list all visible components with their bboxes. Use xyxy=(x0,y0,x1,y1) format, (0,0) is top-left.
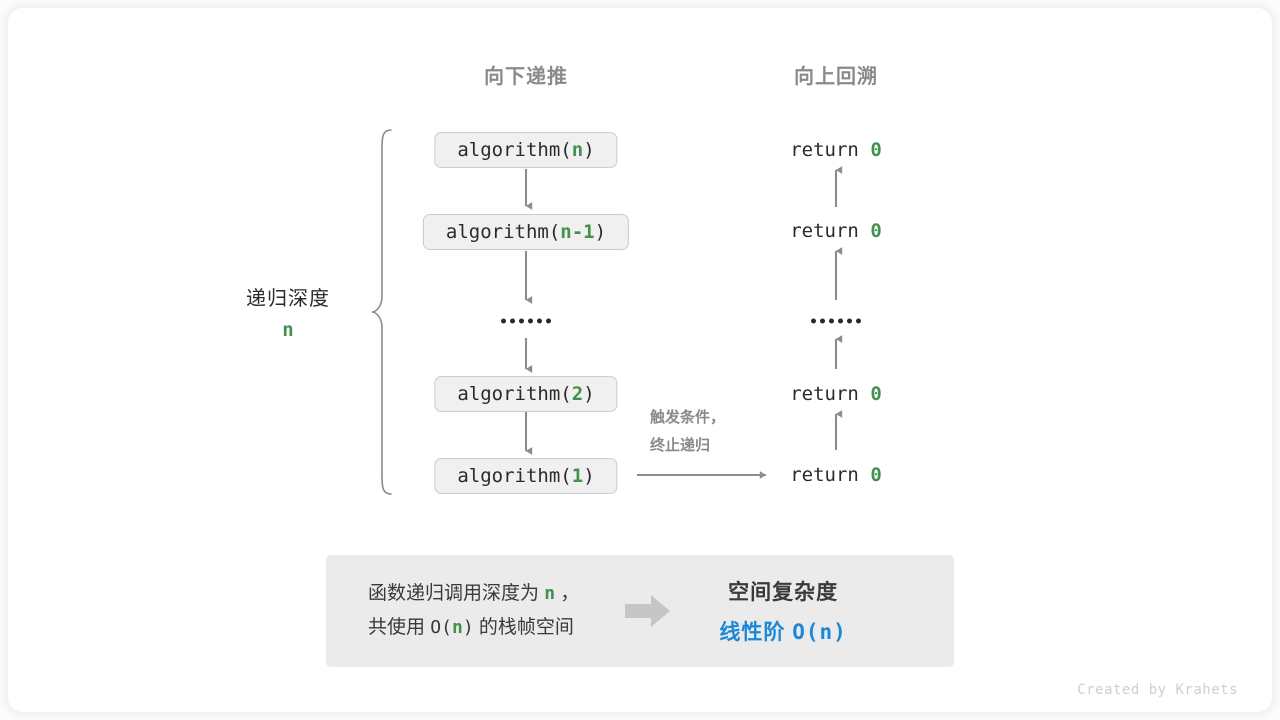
recursion-depth-label: 递归深度 n xyxy=(246,282,330,341)
column-header-recurse-down: 向下递推 xyxy=(484,66,568,88)
call-frame-suffix: ) xyxy=(583,465,595,487)
complexity-summary-panel: 函数递归调用深度为 n ， 共使用 O(n) 的栈帧空间 空间复杂度 线性阶 O… xyxy=(326,555,954,667)
return-value: 0 xyxy=(870,220,882,242)
summary-depth-n: n xyxy=(544,583,556,604)
call-frame-prefix: algorithm( xyxy=(457,139,572,161)
return-keyword: return xyxy=(790,139,871,161)
recursion-depth-text: 递归深度 xyxy=(246,288,330,310)
return-statement: return 0 xyxy=(790,139,882,161)
call-frame-arg: n xyxy=(571,139,584,161)
terminate-condition-annotation: 触发条件， 终止递归 xyxy=(650,404,725,460)
terminate-line-1: 触发条件， xyxy=(650,409,726,426)
return-ellipsis-icon xyxy=(811,318,861,324)
call-frame-arg: 2 xyxy=(571,383,584,405)
column-header-backtrack-up: 向上回溯 xyxy=(794,66,878,88)
watermark-credit: Created by Krahets xyxy=(1077,682,1238,698)
depth-brace-icon xyxy=(371,129,392,495)
call-frame-arg: 1 xyxy=(571,465,584,487)
return-statement: return 0 xyxy=(790,383,882,405)
return-statement: return 0 xyxy=(790,220,882,242)
return-value: 0 xyxy=(870,383,882,405)
call-frame-box: algorithm(1) xyxy=(434,458,618,494)
call-frame-suffix: ) xyxy=(583,139,595,161)
return-statement: return 0 xyxy=(790,464,882,486)
right-arrow-icon xyxy=(625,595,671,627)
call-frame-prefix: algorithm( xyxy=(457,383,572,405)
summary-description: 函数递归调用深度为 n ， 共使用 O(n) 的栈帧空间 xyxy=(368,577,579,645)
call-frame-box: algorithm(n) xyxy=(434,132,618,168)
call-frame-suffix: ) xyxy=(594,221,607,243)
call-frame-box: algorithm(n-1) xyxy=(422,214,630,250)
summary-line-1: 函数递归调用深度为 n ， xyxy=(368,583,580,604)
return-keyword: return xyxy=(790,464,871,486)
return-keyword: return xyxy=(790,383,871,405)
call-frame-prefix: algorithm( xyxy=(457,465,572,487)
recursion-depth-value: n xyxy=(282,319,294,341)
terminate-line-2: 终止递归 xyxy=(650,437,711,454)
summary-line-2: 共使用 O(n) 的栈帧空间 xyxy=(368,617,574,638)
call-frame-suffix: ) xyxy=(583,383,595,405)
call-stack-ellipsis-icon xyxy=(501,318,551,324)
call-frame-arg: n-1 xyxy=(560,221,595,243)
summary-conclusion: 空间复杂度 线性阶 O(n) xyxy=(719,576,846,646)
call-frame-box: algorithm(2) xyxy=(434,376,618,412)
summary-conclusion-title: 空间复杂度 xyxy=(728,581,839,604)
return-keyword: return xyxy=(790,220,871,242)
return-value: 0 xyxy=(870,139,882,161)
summary-conclusion-value: 线性阶 O(n) xyxy=(719,620,847,644)
summary-space-n: n xyxy=(451,617,463,638)
return-value: 0 xyxy=(870,464,882,486)
call-frame-prefix: algorithm( xyxy=(445,221,561,243)
